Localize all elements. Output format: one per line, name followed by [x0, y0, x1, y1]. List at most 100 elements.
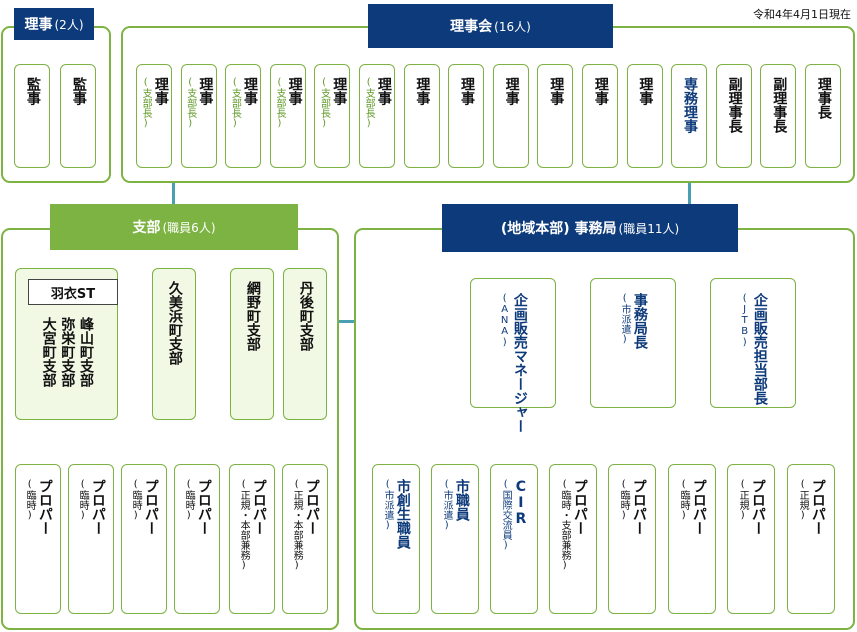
board-member-card: 理事 [537, 64, 574, 168]
office-staff-card: プロパー(正規) [727, 464, 775, 614]
branch-name-mineyama: 峰山町支部 [78, 317, 94, 387]
office-staff-card: プロパー(臨時・支部兼務) [549, 464, 597, 614]
board-member-card-note: (支部長) [184, 77, 196, 129]
auditor-header: 理事(2人) [14, 8, 94, 40]
board-member-card-role: 理事 [548, 77, 565, 105]
board-member-card: 理事(支部長) [136, 64, 172, 168]
branch-staff-card-note: (正規・本部兼務) [291, 479, 303, 571]
office-staff-card-role: CIR [512, 479, 529, 527]
auditor-label: 監事 [24, 77, 41, 105]
as-of-date: 令和4年4月1日現在 [753, 8, 851, 21]
office-staff-card: 市創生職員(市派遣) [372, 464, 420, 614]
board-member-card-note: (支部長) [229, 77, 241, 129]
office-manager-card-role: 企画販売マネージャー [511, 293, 528, 433]
auditor-count: (2人) [54, 17, 84, 32]
board-member-card-role: 理事 [459, 77, 476, 105]
office-staff-card-role: プロパー [630, 479, 647, 535]
board-member-card: 理事(支部長) [359, 64, 395, 168]
board-count: (16人) [494, 19, 531, 34]
board-member-card: 理事 [626, 64, 663, 168]
auditor-card: 監事 [60, 64, 96, 168]
office-staff-card-note: (国際交流員) [500, 479, 512, 551]
board-member-card: 理事 [582, 64, 618, 168]
hagoromo-st-label: 羽衣ST [28, 279, 118, 305]
branch-header: 支部(職員6人) [50, 204, 298, 250]
office-staff-card-role: プロパー [690, 479, 707, 535]
board-member-card: 副理事長 [715, 64, 752, 168]
branch-staff-card-note: (正規・本部兼務) [238, 479, 250, 571]
board-member-card-role: 理事 [375, 77, 392, 105]
branch-staff-card-role: プロパー [303, 479, 320, 535]
auditor-card: 監事 [14, 64, 50, 168]
board-member-card-role: 理事 [592, 77, 609, 105]
board-member-card: 理事(支部長) [225, 64, 262, 168]
branch-staff-card-role: プロパー [36, 479, 53, 535]
board-member-card: 副理事長 [760, 64, 797, 168]
office-manager-card-role: 企画販売担当部長 [751, 293, 768, 405]
branch-card-kumihama: 久美浜町支部 [152, 268, 196, 420]
office-manager-card: 事務局長(市派遣) [590, 278, 676, 408]
board-title: 理事会 [450, 19, 493, 35]
office-staff-card-role: 市職員 [453, 479, 470, 521]
board-member-card-role: 専務理事 [682, 77, 699, 133]
board-member-card: 理事(支部長) [269, 64, 306, 168]
office-staff-card-note: (臨時・支部兼務) [559, 479, 571, 571]
board-member-card-note: (支部長) [318, 77, 330, 129]
board-member-card: 理事 [403, 64, 440, 168]
branch-staff-card-note: (臨時) [77, 479, 89, 521]
branch-staff-card-note: (臨時) [24, 479, 36, 521]
branch-name-tango: 丹後町支部 [297, 281, 314, 351]
branch-staff-card: プロパー(臨時) [121, 464, 167, 614]
office-count: (職員11人) [618, 221, 680, 236]
board-member-card-role: 理事 [503, 77, 520, 105]
office-staff-card: 市職員(市派遣) [431, 464, 479, 614]
branch-title: 支部 [132, 220, 161, 236]
branch-name-amino: 網野町支部 [244, 281, 261, 351]
board-member-card-role: 理事 [152, 77, 169, 105]
branch-staff-card-role: プロパー [195, 479, 212, 535]
board-member-card: 専務理事 [671, 64, 708, 168]
branch-staff-card: プロパー(正規・本部兼務) [282, 464, 328, 614]
board-member-card-role: 理事長 [815, 77, 832, 119]
connector-line [172, 182, 175, 204]
board-member-card: 理事 [448, 64, 485, 168]
branch-name-yasaka: 弥栄町支部 [59, 317, 76, 387]
branch-card-amino: 網野町支部 [230, 268, 274, 420]
board-member-card-note: (支部長) [273, 77, 285, 129]
branch-card-tango: 丹後町支部 [283, 268, 327, 420]
office-manager-card-note: (市派遣) [619, 293, 631, 345]
branch-staff-card-role: プロパー [89, 479, 106, 535]
hagoromo-branch-group: 羽衣ST 峰山町支部 弥栄町支部 大宮町支部 [15, 268, 118, 420]
board-header: 理事会(16人) [368, 4, 613, 48]
office-staff-card: プロパー(臨時) [608, 464, 656, 614]
board-member-card-role: 理事 [197, 77, 214, 105]
branch-staff-card: プロパー(正規・本部兼務) [229, 464, 275, 614]
board-member-card-role: 理事 [286, 77, 303, 105]
office-staff-card-note: (市派遣) [382, 479, 394, 531]
office-manager-card: 企画販売マネージャー(ANA) [470, 278, 556, 433]
office-title: (地域本部) 事務局 [500, 221, 617, 237]
board-member-card-role: 理事 [637, 77, 654, 105]
board-member-card-role: 理事 [331, 77, 348, 105]
office-staff-card-note: (臨時) [618, 479, 630, 521]
office-staff-card-note: (正規) [797, 479, 809, 521]
branch-name-kumihama: 久美浜町支部 [166, 281, 183, 365]
board-member-card: 理事 [492, 64, 529, 168]
board-member-card: 理事(支部長) [180, 64, 217, 168]
office-staff-card-role: プロパー [571, 479, 588, 535]
board-member-card-role: 理事 [414, 77, 431, 105]
office-staff-card: CIR(国際交流員) [490, 464, 538, 614]
office-staff-card-role: プロパー [809, 479, 826, 535]
board-member-card-role: 理事 [242, 77, 259, 105]
office-staff-card: プロパー(臨時) [668, 464, 716, 614]
board-member-card-role: 副理事長 [771, 77, 788, 133]
branch-staff-card: プロパー(臨時) [174, 464, 220, 614]
branch-staff-card-role: プロパー [250, 479, 267, 535]
branch-name-omiya: 大宮町支部 [40, 317, 57, 387]
office-manager-card-role: 事務局長 [631, 293, 648, 349]
board-member-card-note: (支部長) [140, 77, 152, 129]
auditor-title: 理事 [24, 17, 53, 33]
office-staff-card-note: (正規) [737, 479, 749, 521]
board-member-card-note: (支部長) [363, 77, 375, 129]
office-manager-card-note: (JTB) [739, 293, 751, 348]
